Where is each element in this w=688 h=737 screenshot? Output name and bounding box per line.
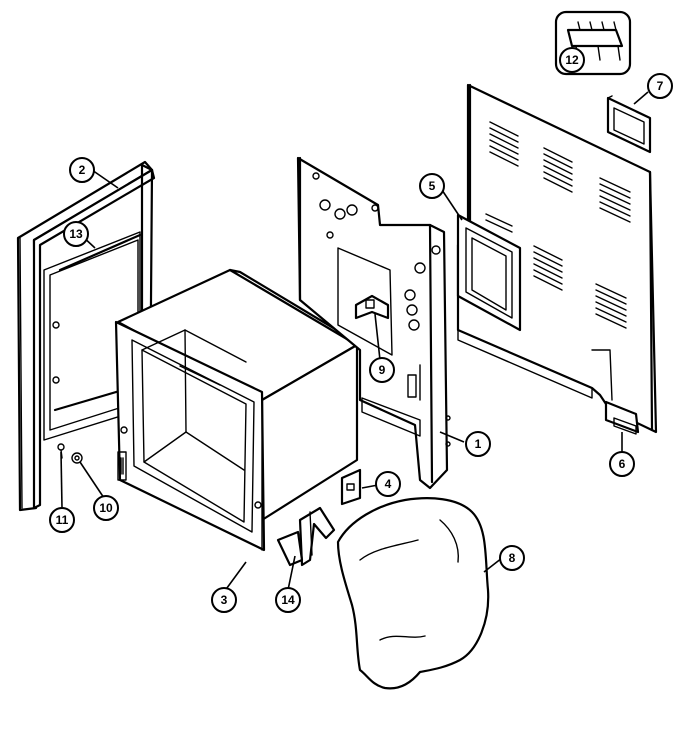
callout-1: 1	[465, 431, 491, 457]
callout-6: 6	[609, 451, 635, 477]
insulation-part	[336, 497, 490, 690]
callout-2: 2	[69, 157, 95, 183]
callout-10-label: 10	[99, 501, 113, 515]
hinge-part	[276, 506, 336, 567]
callout-4-label: 4	[385, 477, 392, 491]
callout-1-label: 1	[475, 437, 482, 451]
callout-8-label: 8	[509, 551, 516, 565]
bracket-part	[340, 468, 362, 506]
callout-12: 12	[559, 47, 585, 73]
callout-8: 8	[499, 545, 525, 571]
callout-9: 9	[369, 357, 395, 383]
callout-7: 7	[647, 73, 673, 99]
callout-12-label: 12	[565, 53, 579, 67]
callout-2-label: 2	[79, 163, 86, 177]
callout-10: 10	[93, 495, 119, 521]
callout-11-label: 11	[56, 513, 69, 527]
oven-cavity-part	[114, 268, 359, 552]
callout-14-label: 14	[281, 593, 295, 607]
callout-5-label: 5	[429, 179, 436, 193]
callout-13-label: 13	[69, 227, 83, 241]
connector-inset-part	[554, 10, 632, 76]
side-panel-part	[296, 156, 451, 490]
callout-5: 5	[419, 173, 445, 199]
callout-9-label: 9	[379, 363, 386, 377]
callout-13: 13	[63, 221, 89, 247]
vent-duct-part	[456, 213, 522, 332]
callout-14: 14	[275, 587, 301, 613]
callout-7-label: 7	[657, 79, 664, 93]
callout-3: 3	[211, 587, 237, 613]
callout-3-label: 3	[221, 593, 228, 607]
washer-part	[71, 452, 83, 464]
clip-part	[354, 294, 390, 320]
callout-11: 11	[49, 507, 75, 533]
callout-4: 4	[375, 471, 401, 497]
small-frame-part	[606, 95, 652, 154]
callout-6-label: 6	[619, 457, 626, 471]
